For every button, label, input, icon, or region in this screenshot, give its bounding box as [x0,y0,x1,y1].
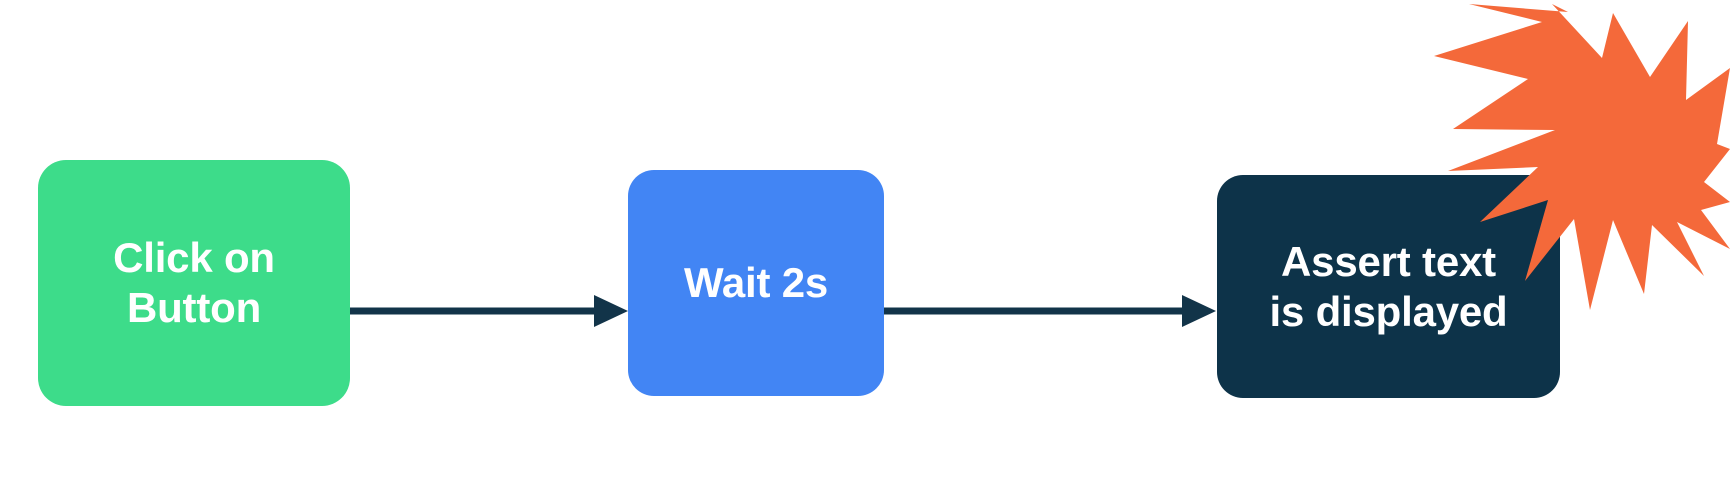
flow-node-wait-2s[interactable]: Wait 2s [628,170,884,396]
flow-node-label: Assert text is displayed [1269,237,1508,335]
arrowhead-icon [594,295,628,327]
flow-node-assert-text-is-displayed[interactable]: Assert text is displayed [1217,175,1560,398]
arrowhead-icon [1182,295,1216,327]
connector-click-to-wait [348,295,628,327]
connector-wait-to-assert [884,295,1216,327]
flow-node-click-on-button[interactable]: Click on Button [38,160,350,406]
flow-node-label: Click on Button [113,234,275,331]
flow-node-label: Wait 2s [683,259,829,307]
